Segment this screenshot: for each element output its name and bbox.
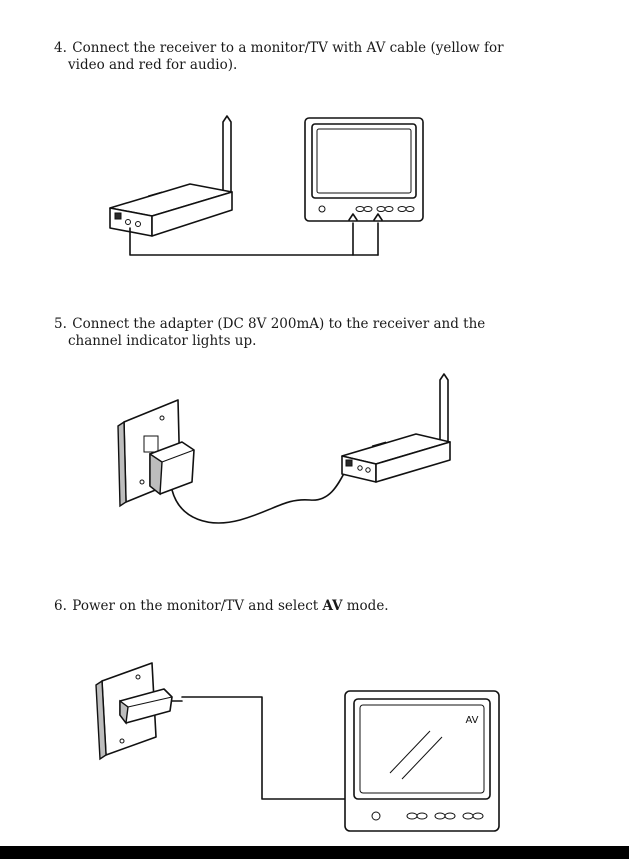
step-6-number: 6. xyxy=(54,598,68,615)
receiver-to-tv-illustration xyxy=(100,110,430,270)
step-4-instruction: 4. Connect the receiver to a monitor/TV … xyxy=(54,40,614,74)
receiver-icon xyxy=(110,184,232,236)
step-5-instruction: 5. Connect the adapter (DC 8V 200mA) to … xyxy=(54,316,614,350)
antenna-icon xyxy=(440,374,448,450)
receiver-icon xyxy=(342,434,450,482)
step-6-text-bold: AV xyxy=(322,598,342,614)
power-on-tv-illustration: AV xyxy=(90,645,530,840)
tv-monitor-icon: AV xyxy=(345,691,499,831)
power-cable-icon xyxy=(182,697,352,799)
step-4-text-line2: video and red for audio). xyxy=(54,57,614,74)
step-6-instruction: 6. Power on the monitor/TV and select AV… xyxy=(54,598,614,615)
power-cable-icon xyxy=(172,466,348,523)
step-6-text-after: mode. xyxy=(342,598,388,614)
step-5-number: 5. xyxy=(54,316,68,333)
tv-monitor-icon xyxy=(305,118,423,221)
step-6-text-before: Power on the monitor/TV and select xyxy=(72,598,322,614)
step-5-text-line1: Connect the adapter (DC 8V 200mA) to the… xyxy=(72,316,485,332)
bottom-border xyxy=(0,846,629,859)
step-4-number: 4. xyxy=(54,40,68,57)
step-5-text-line2: channel indicator lights up. xyxy=(54,333,614,350)
tv-screen-av-label: AV xyxy=(465,715,478,726)
step-4-text-line1: Connect the receiver to a monitor/TV wit… xyxy=(72,40,503,56)
antenna-icon xyxy=(223,116,231,198)
adapter-to-receiver-illustration xyxy=(110,370,470,550)
